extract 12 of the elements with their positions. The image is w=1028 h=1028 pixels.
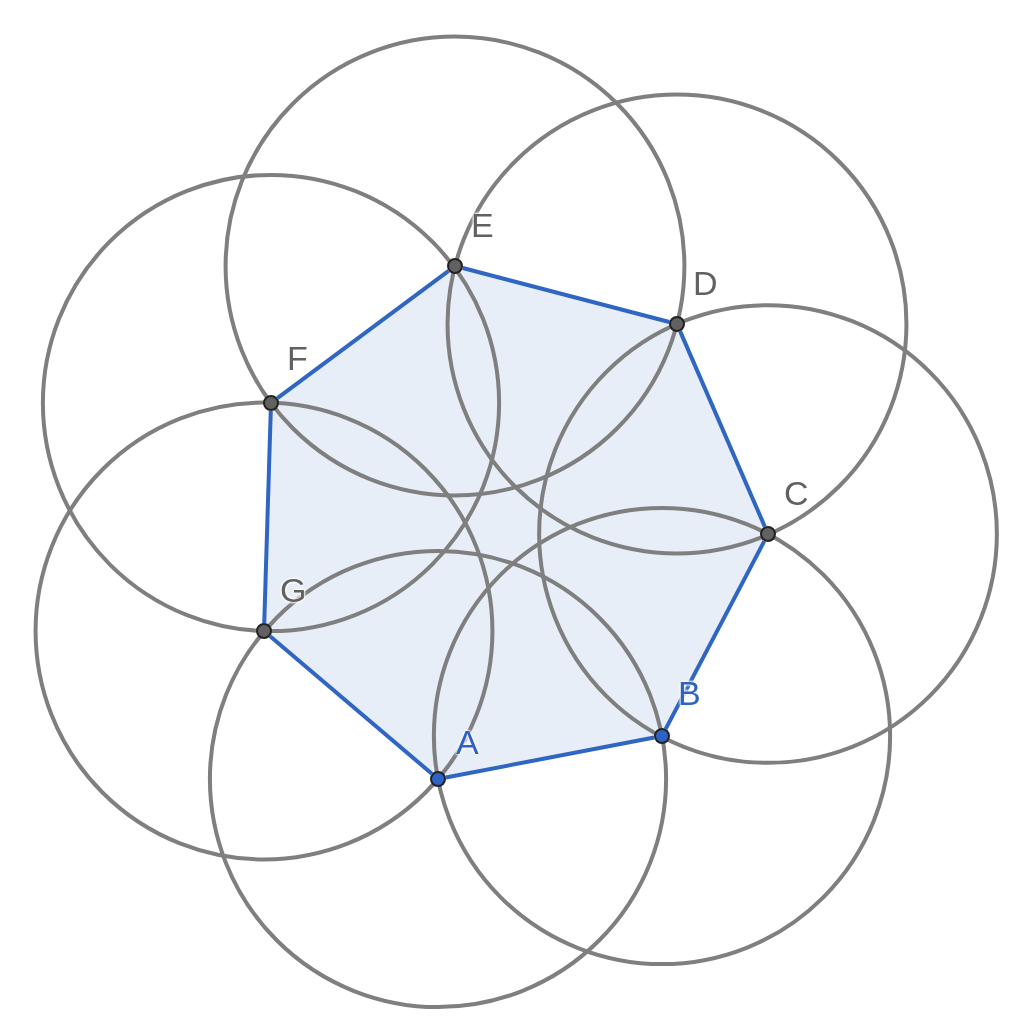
polygon-side bbox=[462, 266, 670, 324]
polygon-side bbox=[445, 735, 655, 780]
polygon-side bbox=[678, 330, 767, 528]
point-label: D bbox=[693, 266, 718, 300]
polygon-side bbox=[276, 269, 450, 400]
polygon-side bbox=[663, 540, 767, 730]
point-label: F bbox=[287, 341, 308, 375]
polygon-side bbox=[268, 634, 434, 776]
point-label: C bbox=[784, 476, 809, 510]
point-label: G bbox=[280, 573, 307, 607]
polygon-side bbox=[262, 410, 273, 624]
point-label: E bbox=[471, 208, 494, 242]
